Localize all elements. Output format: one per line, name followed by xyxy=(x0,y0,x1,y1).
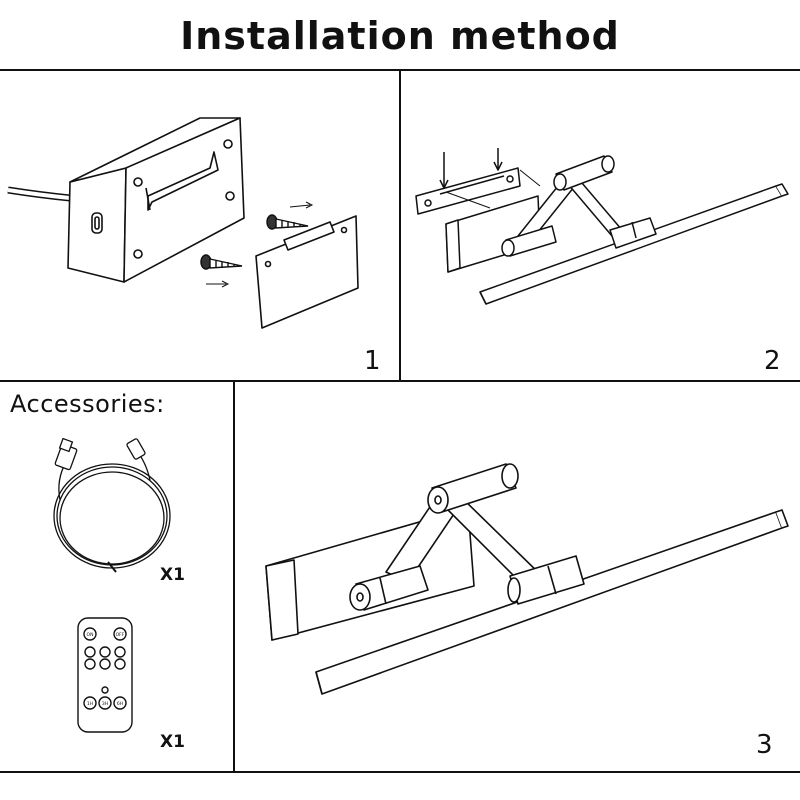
page-title: Installation method xyxy=(180,14,620,58)
accessories-heading: Accessories: xyxy=(10,390,165,418)
screw-top xyxy=(266,201,314,230)
step-number: 1 xyxy=(364,346,381,376)
remote-3h-label: 3H xyxy=(102,701,108,707)
cable-quantity: X1 xyxy=(160,565,185,585)
remote-6h-label: 6H xyxy=(117,701,123,707)
remote-off-label: OFF xyxy=(116,632,125,638)
step-1-illustration xyxy=(7,117,359,329)
remote-1h-label: 1H xyxy=(87,701,93,707)
screw-bottom xyxy=(200,254,243,288)
divider-vertical-top xyxy=(399,70,401,381)
remote-quantity: X1 xyxy=(160,732,185,752)
divider-bottom xyxy=(0,771,800,773)
divider-middle xyxy=(0,380,800,382)
step-2-illustration xyxy=(415,148,789,305)
usb-cable-icon xyxy=(53,437,171,573)
step-number: 3 xyxy=(756,730,773,760)
step-3-illustration xyxy=(265,463,789,695)
remote-control-icon: ON OFF 1H 3H 6H xyxy=(77,617,133,733)
divider-vertical-bottom xyxy=(233,381,235,772)
remote-on-label: ON xyxy=(87,632,94,638)
step-number: 2 xyxy=(764,346,781,376)
